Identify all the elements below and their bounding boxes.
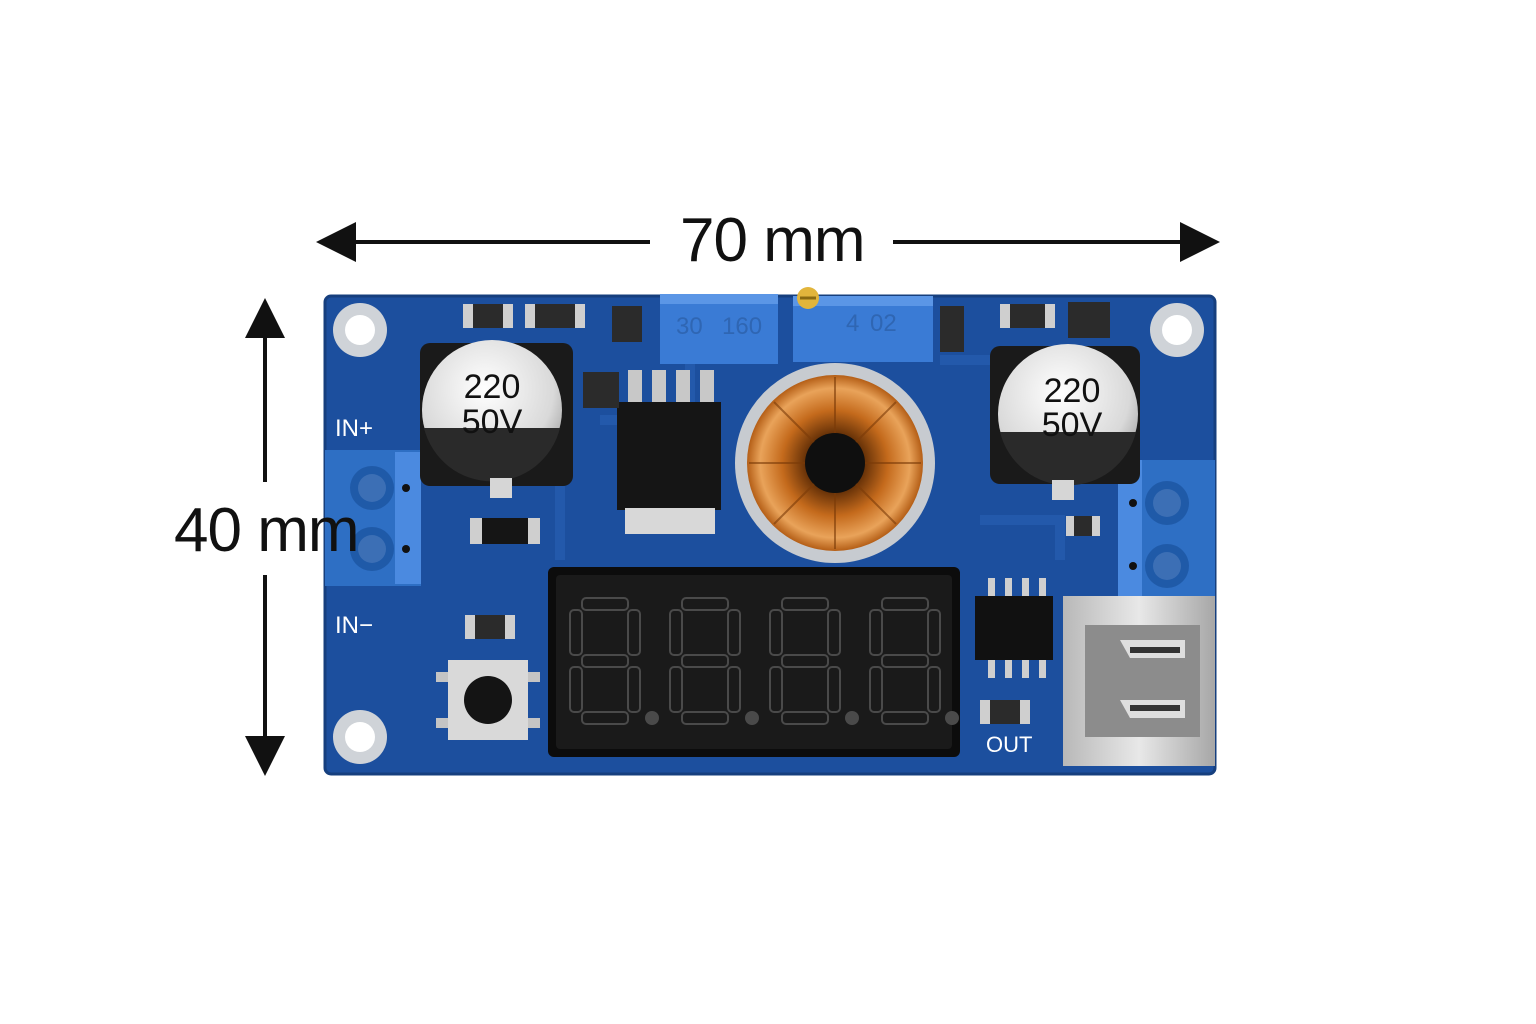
decimal-point — [745, 711, 759, 725]
pot-right-line2: 02 — [870, 310, 897, 337]
digit-segment — [881, 654, 929, 668]
digit-segment — [881, 711, 929, 725]
digit-segment — [581, 711, 629, 725]
output-terminal-block — [1118, 460, 1215, 600]
pcb-board: IN+ IN− OUT 220 50V 220 50V 30 160 4 02 — [323, 287, 1217, 776]
potentiometer-markings: 30 160 4 02 — [676, 310, 897, 340]
seven-segment-digits — [569, 597, 959, 725]
potentiometer-left — [660, 294, 778, 364]
digit-segment — [769, 609, 783, 656]
led-display — [548, 567, 960, 757]
digit-segment — [627, 666, 641, 713]
decimal-point — [845, 711, 859, 725]
toroid-inductor — [735, 363, 935, 563]
digit-segment — [569, 609, 583, 656]
capacitor-left-line1: 220 — [464, 368, 521, 406]
smd-components — [463, 302, 1110, 724]
decimal-point — [945, 711, 959, 725]
capacitor-markings: 220 50V 220 50V — [462, 368, 1103, 444]
digit-segment — [781, 597, 829, 611]
digit-segment — [827, 666, 841, 713]
usb-port — [1063, 596, 1215, 766]
mounting-hole — [333, 710, 387, 764]
input-minus-label: IN− — [335, 612, 373, 639]
digit-segment — [669, 609, 683, 656]
mounting-hole — [1150, 303, 1204, 357]
digit-segment — [769, 666, 783, 713]
pot-left-line2: 160 — [722, 313, 762, 340]
digit-segment — [869, 609, 883, 656]
output-label: OUT — [986, 732, 1032, 757]
input-terminal-block — [325, 450, 421, 586]
capacitor-left-line2: 50V — [462, 403, 523, 441]
input-plus-label: IN+ — [335, 415, 373, 442]
digit-segment — [669, 666, 683, 713]
potentiometer-right — [793, 287, 933, 362]
capacitor-right-line2: 50V — [1042, 406, 1103, 444]
digit-segment — [581, 597, 629, 611]
digit-segment — [781, 654, 829, 668]
capacitor-left — [420, 340, 573, 498]
digit-segment — [727, 609, 741, 656]
capacitor-right — [990, 344, 1140, 500]
digit-segment — [869, 666, 883, 713]
push-button — [436, 660, 540, 740]
digit-segment — [681, 597, 729, 611]
height-dimension-label: 40 mm — [174, 496, 359, 565]
capacitor-right-line1: 220 — [1044, 372, 1101, 410]
regulator-ic — [617, 370, 721, 534]
digit-segment — [681, 711, 729, 725]
silkscreen-labels: IN+ IN− OUT — [335, 415, 1032, 757]
digit-segment — [581, 654, 629, 668]
decimal-point — [645, 711, 659, 725]
pot-right-line1: 4 — [846, 310, 859, 337]
digit-segment — [627, 609, 641, 656]
digit-segment — [727, 666, 741, 713]
width-dimension-label: 70 mm — [680, 206, 865, 275]
pot-left-line1: 30 — [676, 313, 703, 340]
digit-segment — [827, 609, 841, 656]
digit-segment — [781, 711, 829, 725]
digit-segment — [927, 609, 941, 656]
digit-segment — [927, 666, 941, 713]
digit-segment — [881, 597, 929, 611]
digit-segment — [681, 654, 729, 668]
driver-ic — [975, 578, 1053, 678]
digit-segment — [569, 666, 583, 713]
mounting-hole — [333, 303, 387, 357]
